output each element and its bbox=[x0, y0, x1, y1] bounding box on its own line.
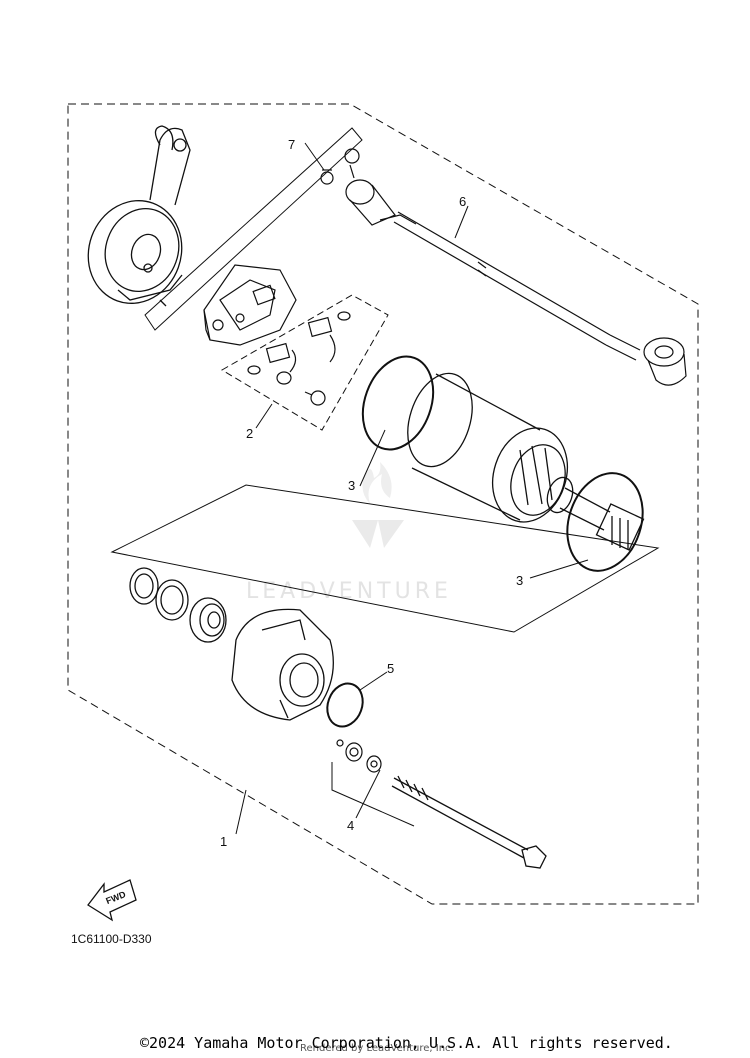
brush-set-group-outline bbox=[221, 294, 389, 431]
bolt-7-part bbox=[320, 169, 334, 185]
washer-set-part bbox=[336, 739, 382, 773]
callout-1: 1 bbox=[220, 834, 227, 849]
callout-4: 4 bbox=[347, 818, 354, 833]
starter-lead-part bbox=[344, 148, 687, 386]
o-ring-5-part bbox=[326, 682, 364, 728]
washers-bearing-part bbox=[129, 567, 227, 643]
callout-3-lower: 3 bbox=[516, 573, 523, 588]
brush-set-part bbox=[247, 311, 351, 406]
rear-cover-group-outline bbox=[110, 484, 660, 633]
bracket-group-outline bbox=[144, 127, 363, 331]
diagram-code: 1C61100-D330 bbox=[71, 932, 152, 946]
watermark-text: LEADVENTURE bbox=[246, 579, 452, 604]
callout-2: 2 bbox=[246, 426, 253, 441]
fwd-arrow-icon: FWD bbox=[87, 879, 137, 922]
assembly-boundary bbox=[67, 103, 699, 905]
leader-lines bbox=[235, 142, 589, 835]
callout-5: 5 bbox=[387, 661, 394, 676]
callout-6: 6 bbox=[459, 194, 466, 209]
rendered-by-text: Rendered by LeadVenture, Inc. bbox=[300, 1043, 454, 1054]
armature-yoke-part bbox=[407, 372, 645, 551]
rear-cover-part bbox=[231, 608, 334, 721]
through-bolt-part bbox=[391, 775, 547, 869]
o-ring-lower-part bbox=[566, 472, 644, 572]
leadventure-watermark: LEADVENTURE bbox=[246, 462, 452, 604]
front-cover-part bbox=[87, 125, 191, 307]
brush-holder-part bbox=[203, 264, 297, 346]
o-ring-upper-part bbox=[361, 355, 435, 451]
callout-7: 7 bbox=[288, 137, 295, 152]
callout-3-upper: 3 bbox=[348, 478, 355, 493]
copyright-text: ©2024 Yamaha Motor Corporation, U.S.A. A… bbox=[140, 1034, 673, 1052]
